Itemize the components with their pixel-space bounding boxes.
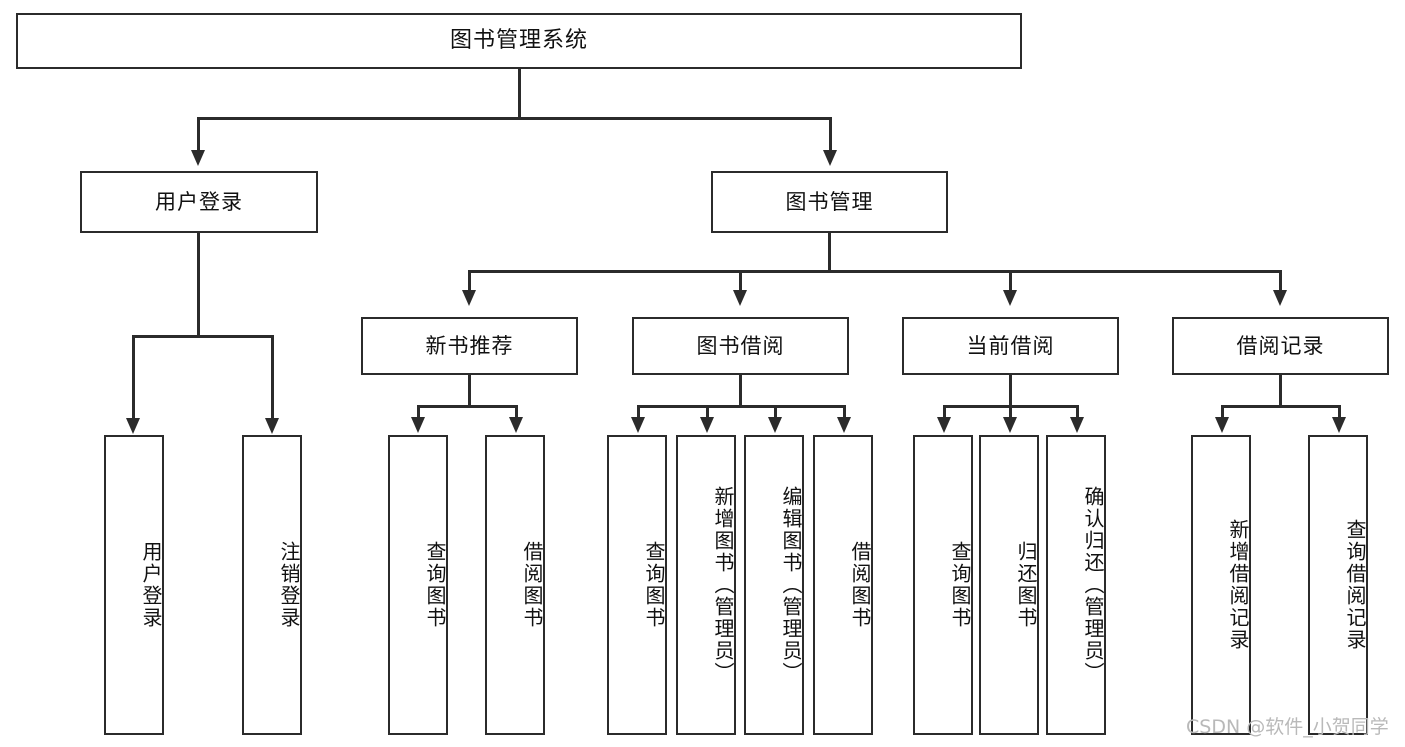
- arrow-bb-to-leaf-3: [768, 417, 782, 433]
- connector-bb-bus: [637, 405, 846, 408]
- node-new-book-recommend[interactable]: 新书推荐: [361, 317, 578, 375]
- connector-user-login-to-leaf-2: [271, 335, 274, 420]
- leaf-current-borrow-1[interactable]: 查询图书: [913, 435, 973, 735]
- node-current-borrow[interactable]: 当前借阅: [902, 317, 1119, 375]
- leaf-book-borrow-1[interactable]: 查询图书: [607, 435, 667, 735]
- node-label: 图书管理: [785, 189, 874, 214]
- connector-user-login-bus: [132, 335, 272, 338]
- arrow-nbr-to-leaf-1: [411, 417, 425, 433]
- node-book-management[interactable]: 图书管理: [711, 171, 948, 233]
- connector-root-to-book-management: [829, 117, 832, 152]
- leaf-new-book-recommend-1[interactable]: 查询图书: [388, 435, 448, 735]
- leaf-current-borrow-3[interactable]: 确认归还（管理员）: [1046, 435, 1106, 735]
- connector-root-stem: [518, 69, 521, 118]
- node-label: 当前借阅: [966, 333, 1055, 358]
- connector-book-management-stem: [828, 233, 831, 271]
- arrow-bb-to-leaf-4: [837, 417, 851, 433]
- connector-bb-to-leaf-4: [843, 405, 846, 419]
- connector-bm-to-new-book: [468, 270, 471, 292]
- connector-cb-stem: [1009, 375, 1012, 406]
- connector-nbr-bus: [417, 405, 517, 408]
- node-label: 查询借阅记录: [1343, 519, 1367, 651]
- node-label: 确认归还（管理员）: [1081, 486, 1105, 684]
- connector-nbr-to-leaf-2: [515, 405, 518, 419]
- leaf-user-login-1[interactable]: 用户登录: [104, 435, 164, 735]
- node-label: 查询图书: [642, 541, 666, 629]
- connector-bm-to-book-borrow: [739, 270, 742, 292]
- connector-bb-to-leaf-2: [706, 405, 709, 419]
- leaf-current-borrow-2[interactable]: 归还图书: [979, 435, 1039, 735]
- connector-bb-stem: [739, 375, 742, 406]
- arrow-cb-to-leaf-3: [1070, 417, 1084, 433]
- node-label: 用户登录: [139, 541, 163, 629]
- arrow-root-to-book-management: [823, 150, 837, 166]
- connector-br-to-leaf-1: [1221, 405, 1224, 419]
- node-label: 借阅记录: [1236, 333, 1325, 358]
- connector-bb-to-leaf-3: [774, 405, 777, 419]
- node-label: 借阅图书: [520, 541, 544, 629]
- node-book-borrow[interactable]: 图书借阅: [632, 317, 849, 375]
- connector-cb-to-leaf-2: [1009, 405, 1012, 419]
- node-borrow-record[interactable]: 借阅记录: [1172, 317, 1389, 375]
- arrow-bb-to-leaf-2: [700, 417, 714, 433]
- node-label: 借阅图书: [848, 541, 872, 629]
- connector-br-to-leaf-2: [1338, 405, 1341, 419]
- connector-nbr-stem: [468, 375, 471, 406]
- arrow-br-to-leaf-2: [1332, 417, 1346, 433]
- leaf-new-book-recommend-2[interactable]: 借阅图书: [485, 435, 545, 735]
- leaf-borrow-record-1[interactable]: 新增借阅记录: [1191, 435, 1251, 735]
- arrow-cb-to-leaf-2: [1003, 417, 1017, 433]
- node-label: 图书管理系统: [449, 28, 588, 54]
- arrow-br-to-leaf-1: [1215, 417, 1229, 433]
- connector-user-login-to-leaf-1: [132, 335, 135, 420]
- connector-bm-to-current-borrow: [1009, 270, 1012, 292]
- connector-user-login-stem: [197, 233, 200, 336]
- arrow-nbr-to-leaf-2: [509, 417, 523, 433]
- connector-cb-to-leaf-3: [1076, 405, 1079, 419]
- connector-cb-to-leaf-1: [943, 405, 946, 419]
- node-label: 新增图书（管理员）: [711, 486, 735, 684]
- arrow-bb-to-leaf-1: [631, 417, 645, 433]
- leaf-borrow-record-2[interactable]: 查询借阅记录: [1308, 435, 1368, 735]
- node-label: 查询图书: [423, 541, 447, 629]
- node-label: 归还图书: [1014, 541, 1038, 629]
- connector-bm-to-borrow-record: [1279, 270, 1282, 292]
- connector-root-bus: [197, 117, 831, 120]
- node-root-book-management-system[interactable]: 图书管理系统: [16, 13, 1022, 69]
- leaf-book-borrow-2[interactable]: 新增图书（管理员）: [676, 435, 736, 735]
- node-label: 新书推荐: [425, 333, 514, 358]
- leaf-user-login-2[interactable]: 注销登录: [242, 435, 302, 735]
- node-label: 图书借阅: [696, 333, 785, 358]
- arrow-bm-to-current-borrow: [1003, 290, 1017, 306]
- connector-book-management-bus: [468, 270, 1280, 273]
- arrow-root-to-user-login: [191, 150, 205, 166]
- arrow-cb-to-leaf-1: [937, 417, 951, 433]
- node-user-login[interactable]: 用户登录: [80, 171, 318, 233]
- leaf-book-borrow-4[interactable]: 借阅图书: [813, 435, 873, 735]
- connector-br-bus: [1221, 405, 1340, 408]
- connector-nbr-to-leaf-1: [417, 405, 420, 419]
- connector-root-to-user-login: [197, 117, 200, 152]
- arrow-bm-to-book-borrow: [733, 290, 747, 306]
- leaf-book-borrow-3[interactable]: 编辑图书（管理员）: [744, 435, 804, 735]
- arrow-user-login-to-leaf-2: [265, 418, 279, 434]
- connector-bb-to-leaf-1: [637, 405, 640, 419]
- node-label: 编辑图书（管理员）: [779, 486, 803, 684]
- connector-br-stem: [1279, 375, 1282, 406]
- node-label: 注销登录: [277, 541, 301, 629]
- node-label: 用户登录: [155, 189, 243, 214]
- arrow-bm-to-borrow-record: [1273, 290, 1287, 306]
- arrow-bm-to-new-book: [462, 290, 476, 306]
- arrow-user-login-to-leaf-1: [126, 418, 140, 434]
- node-label: 新增借阅记录: [1226, 519, 1250, 651]
- node-label: 查询图书: [948, 541, 972, 629]
